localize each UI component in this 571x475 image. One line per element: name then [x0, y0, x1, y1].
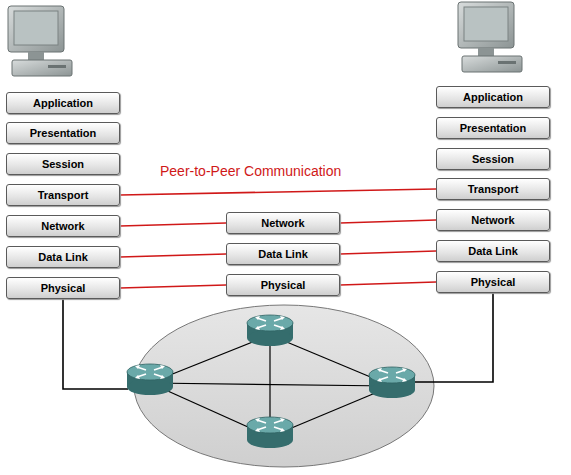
layer-name: Transport [38, 189, 89, 201]
layer-name: Physical [41, 282, 86, 294]
osi-layer-box: Network [6, 215, 120, 237]
layer-name: Network [261, 217, 304, 229]
layer-name: Transport [468, 183, 519, 195]
layer-name: Data Link [38, 251, 88, 263]
osi-layer-box: Data Link [6, 246, 120, 268]
osi-layer-box: Transport [6, 184, 120, 206]
peer-connector [120, 285, 226, 288]
layer-name: Physical [261, 279, 306, 291]
peer-connector [120, 189, 436, 195]
layer-name: Presentation [460, 122, 527, 134]
osi-layer-box: Presentation [436, 117, 550, 139]
layer-name: Session [472, 153, 514, 165]
layer-name: Network [471, 214, 514, 226]
layer-name: Application [463, 91, 523, 103]
peer-connector [340, 220, 436, 223]
osi-layer-box: Transport [436, 178, 550, 200]
osi-layer-box: Data Link [436, 240, 550, 262]
osi-layer-box: Application [436, 86, 550, 108]
peer-connector [340, 282, 436, 285]
peer-connector [120, 223, 226, 226]
layer-name: Application [33, 97, 93, 109]
osi-layer-box: Application [6, 92, 120, 114]
caption-label: Peer-to-Peer Communication [160, 163, 341, 179]
layer-name: Data Link [258, 248, 308, 260]
layer-name: Presentation [30, 127, 97, 139]
osi-layer-box: Session [6, 153, 120, 175]
osi-layer-box: Physical [226, 274, 340, 296]
layer-name: Network [41, 220, 84, 232]
layer-name: Session [42, 158, 84, 170]
osi-layer-box: Presentation [6, 122, 120, 144]
osi-layer-box: Network [436, 209, 550, 231]
osi-layer-box: Data Link [226, 243, 340, 265]
osi-layer-box: Network [226, 212, 340, 234]
peer-connector [340, 251, 436, 254]
peer-connector [120, 254, 226, 257]
osi-layer-box: Physical [6, 277, 120, 299]
osi-layer-box: Session [436, 148, 550, 170]
layer-name: Data Link [468, 245, 518, 257]
layer-name: Physical [471, 276, 516, 288]
osi-layer-box: Physical [436, 271, 550, 293]
